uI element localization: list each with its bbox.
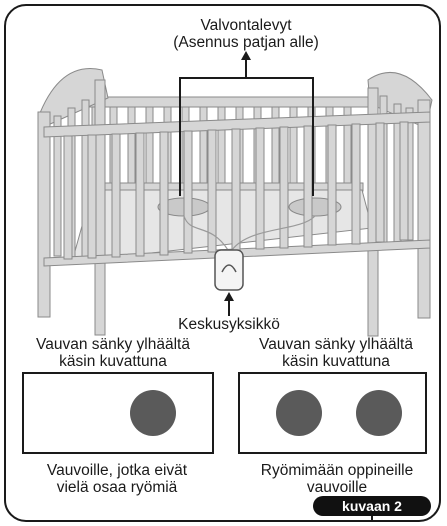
crib-back-top-rail bbox=[69, 96, 376, 108]
figure-label-badge: kuvaan 2 bbox=[313, 496, 431, 516]
sensor-pads-label: Valvontalevyt (Asennus patjan alle) bbox=[173, 17, 319, 51]
left-panel-heading: Vauvan sänky ylhäältä käsin kuvattuna bbox=[36, 336, 190, 370]
sensor-pad-marker bbox=[130, 390, 176, 436]
left-panel-caption: Vauvoille, jotka eivät vielä osaa ryömiä bbox=[46, 462, 188, 496]
right-panel-caption: Ryömimään oppineille vauvoille bbox=[260, 462, 414, 496]
control-unit-label: Keskusyksikkö bbox=[178, 316, 280, 333]
control-unit bbox=[214, 249, 244, 291]
right-panel-heading: Vauvan sänky ylhäältä käsin kuvattuna bbox=[259, 336, 413, 370]
sensor-pad-marker bbox=[356, 390, 402, 436]
crib-front-slats bbox=[63, 121, 409, 260]
crib-top-view-left bbox=[22, 372, 214, 454]
crib-top-view-right bbox=[238, 372, 427, 454]
sensor-pad-marker bbox=[276, 390, 322, 436]
sensor-cable bbox=[183, 215, 316, 251]
crib-front-top-rail bbox=[43, 111, 431, 138]
